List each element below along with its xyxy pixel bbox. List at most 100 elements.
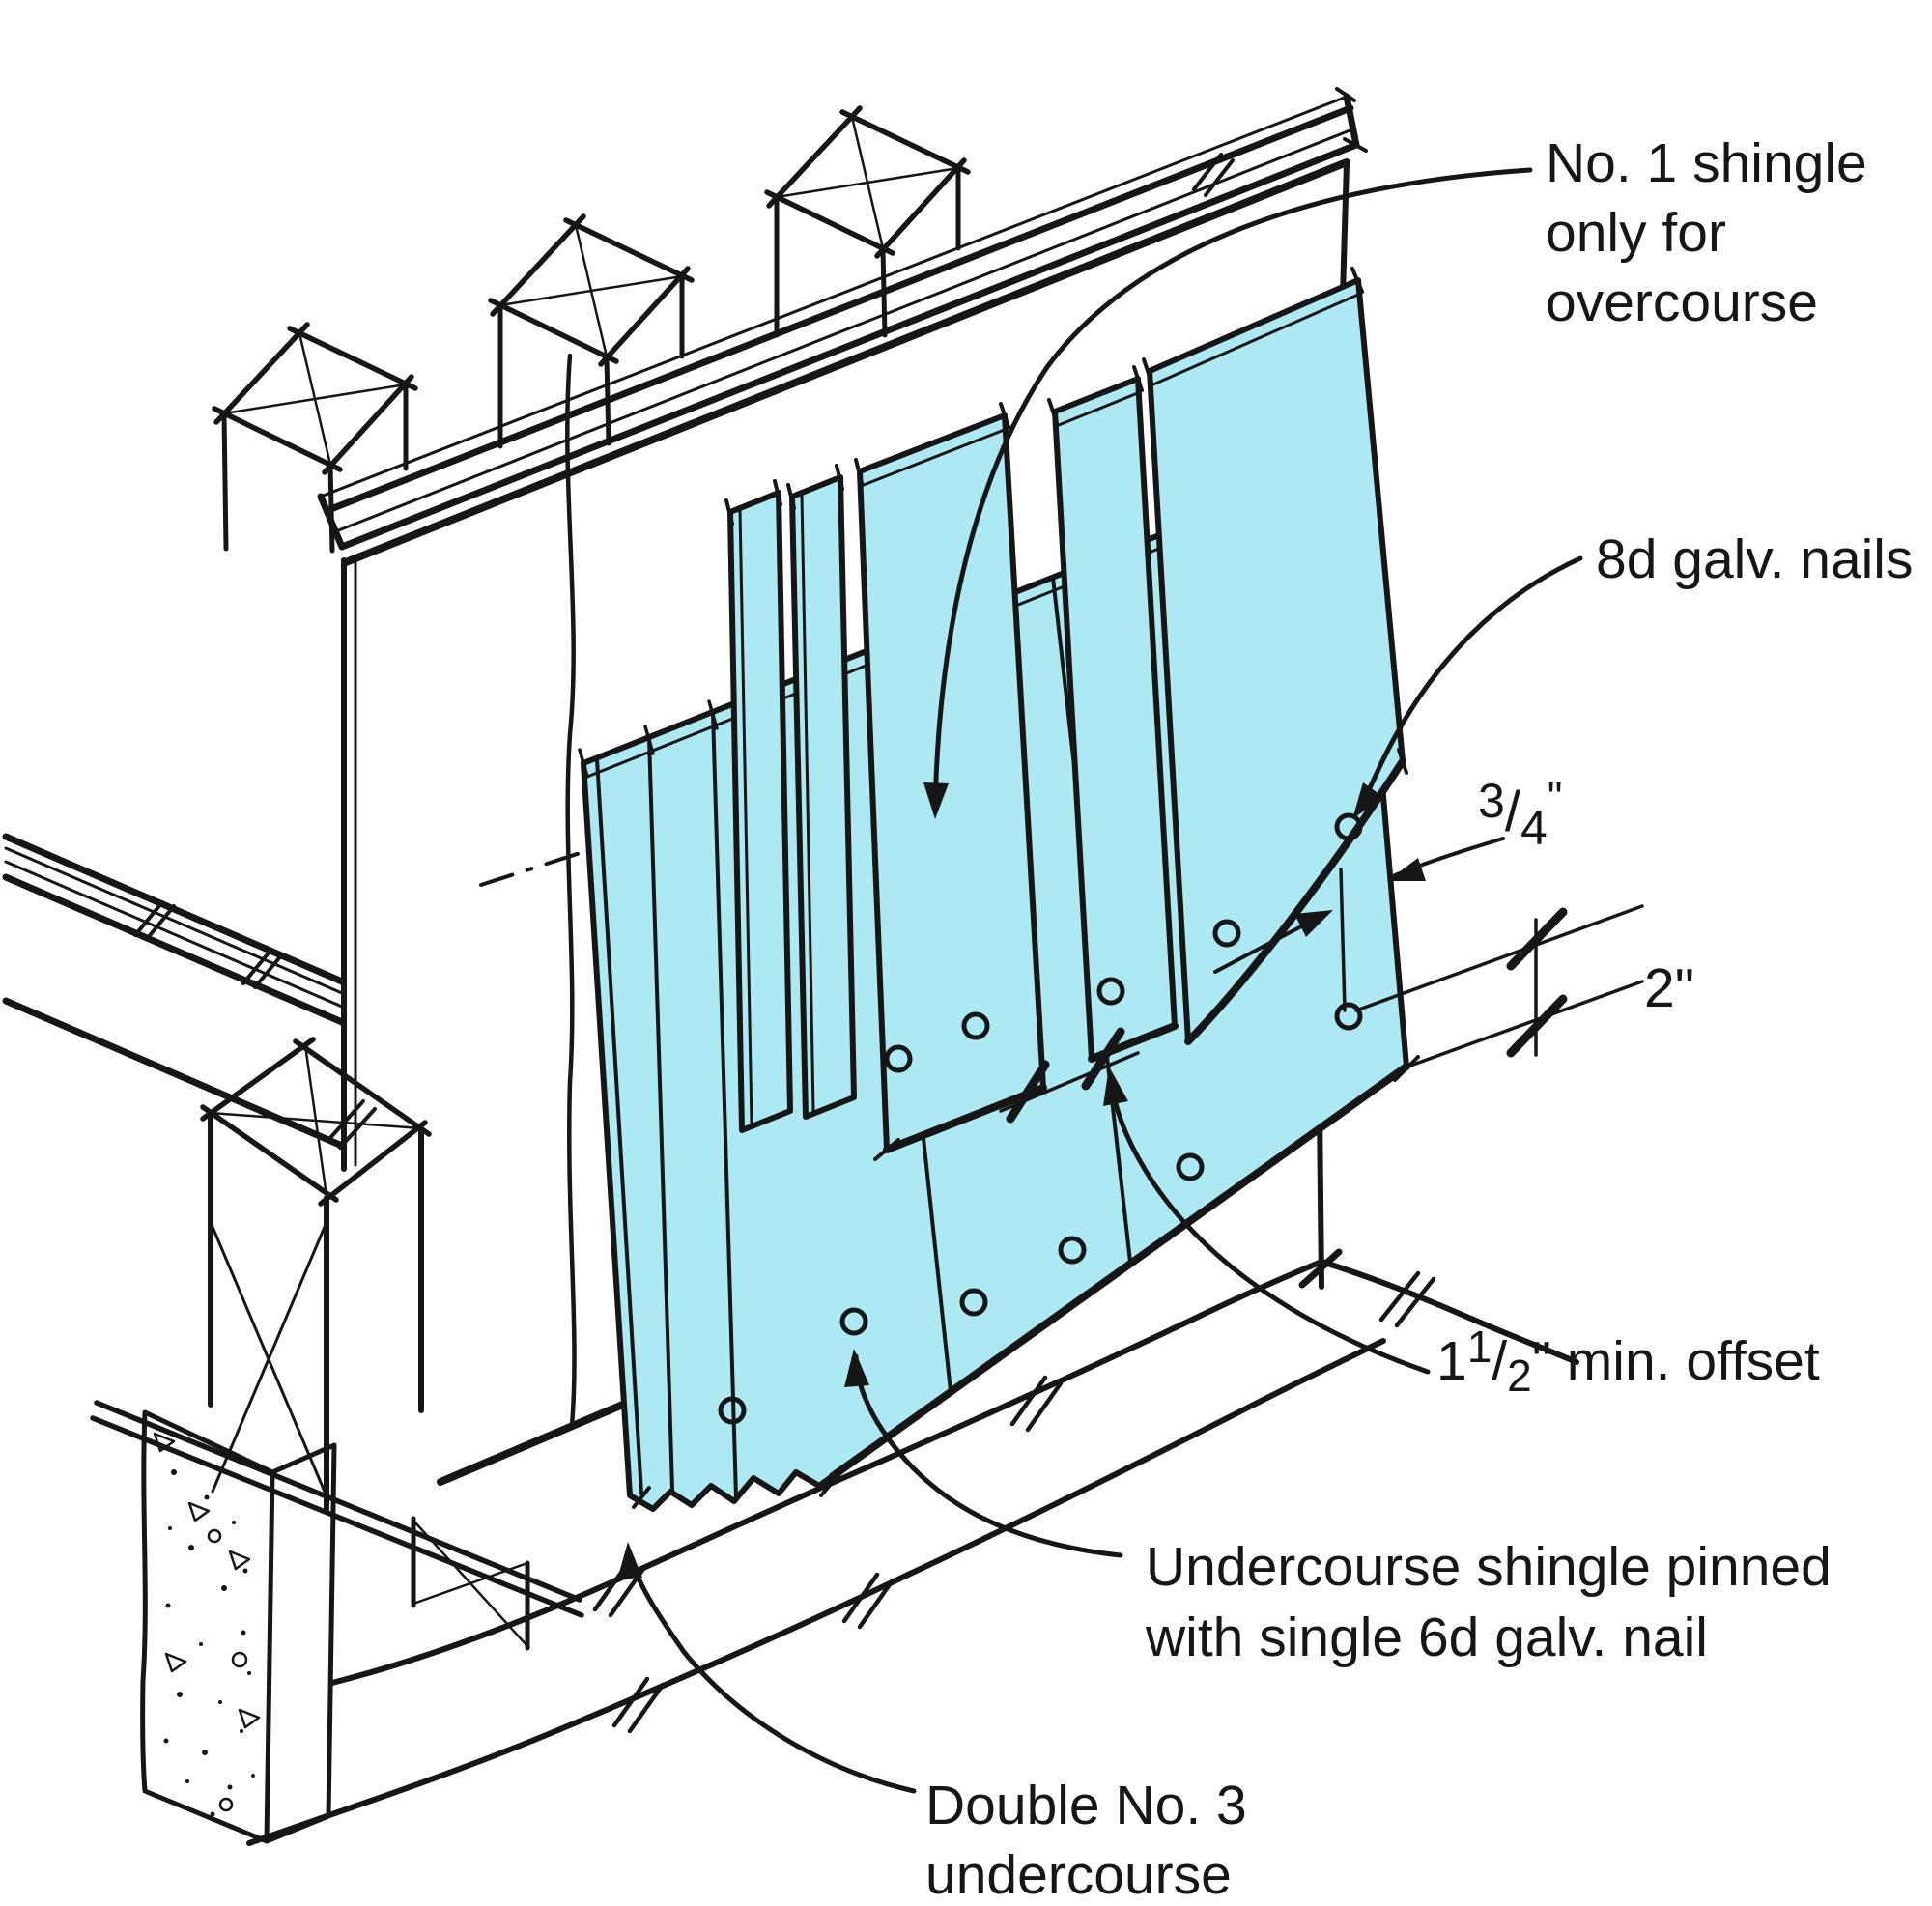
arrowhead-icon bbox=[1352, 782, 1383, 819]
nail-icon bbox=[961, 1011, 990, 1040]
dim-two-value: 2 bbox=[1644, 957, 1675, 1019]
nail-icon bbox=[959, 1288, 988, 1317]
dim-three-quarter-label: 3/4" bbox=[1478, 774, 1562, 855]
dim-two-slash-ticks bbox=[1506, 907, 1568, 1058]
stud-verticals bbox=[221, 167, 961, 554]
leader-line bbox=[1365, 555, 1583, 795]
callout-8d-nails: 8d galv. nails bbox=[1352, 528, 1913, 819]
arrowhead-icon bbox=[1387, 858, 1426, 881]
post-x-marks bbox=[209, 1043, 423, 1198]
ground-break-lines bbox=[246, 1259, 1579, 1846]
overcourse-shingles bbox=[724, 267, 1408, 1161]
undercourse-butt-edge bbox=[829, 1063, 1410, 1480]
sill-lines bbox=[90, 1400, 584, 1618]
top-plate-thin-edges bbox=[319, 95, 1354, 533]
offset-whole: 1 bbox=[1436, 1330, 1467, 1392]
dim-three-quarter-inner-arrow-shaft bbox=[1213, 914, 1323, 974]
dimensions: 3/4" 2" bbox=[1213, 774, 1694, 1070]
fraction-numerator: 1 bbox=[1467, 1322, 1492, 1372]
post-verticals bbox=[208, 1112, 424, 1512]
corner-ground-tick bbox=[1298, 1248, 1343, 1289]
studs bbox=[212, 105, 971, 554]
inch-mark: " bbox=[1532, 1330, 1551, 1392]
fraction-denominator: 2 bbox=[1507, 1351, 1532, 1401]
offset-text: min. offset bbox=[1551, 1330, 1820, 1392]
fraction-slash: / bbox=[1505, 781, 1521, 843]
dim-three-quarter: 3/4" bbox=[1213, 774, 1562, 1012]
sheathing-side-edges bbox=[341, 159, 1350, 1290]
label-pinned-line1: Undercourse shingle pinned bbox=[1146, 1536, 1832, 1598]
arrowhead-icon bbox=[617, 1542, 642, 1579]
arrowhead-icon bbox=[1294, 910, 1333, 937]
ground-line-upper bbox=[329, 1259, 1324, 1686]
fraction-numerator: 3 bbox=[1478, 774, 1505, 828]
label-min-offset: 11/2" min. offset bbox=[1436, 1322, 1820, 1401]
fraction-denominator: 4 bbox=[1520, 801, 1548, 855]
callout-double-no3: Double No. 3 undercourse bbox=[617, 1542, 1247, 1906]
concrete-stipple bbox=[153, 1432, 261, 1817]
nail-icon bbox=[1096, 977, 1125, 1006]
offset-tick-marks bbox=[999, 1027, 1140, 1124]
overcourse-nails bbox=[884, 812, 1363, 1073]
undercourse-nails bbox=[718, 1002, 1363, 1425]
overcourse-shingle-narrow-1 bbox=[727, 490, 793, 1133]
label-no1-line2: only for bbox=[1546, 202, 1726, 264]
annotations: No. 1 shingle only for overcourse 8d gal… bbox=[617, 132, 1913, 1906]
arrowhead-icon bbox=[844, 1349, 869, 1387]
offset-slash-ticks bbox=[1006, 1027, 1125, 1124]
ground-hatch-ticks bbox=[592, 1270, 1436, 1734]
nail-icon bbox=[1212, 919, 1241, 948]
arrowhead-icon bbox=[1103, 1067, 1128, 1106]
top-plate-ticks bbox=[1192, 87, 1368, 197]
undercourse-joints bbox=[595, 576, 1132, 1499]
callout-no1-shingle: No. 1 shingle only for overcourse bbox=[923, 132, 1867, 819]
inch-mark: " bbox=[1675, 957, 1694, 1019]
leader-line bbox=[853, 1353, 1123, 1558]
callout-undercourse-pinned: Undercourse shingle pinned with single 6… bbox=[844, 1349, 1832, 1668]
sheathing-sketch-wiggle bbox=[565, 353, 577, 1429]
sill-band bbox=[90, 1400, 584, 1651]
overcourse-corner-ticks bbox=[724, 267, 1408, 1161]
overcourse-shingle-narrow-2 bbox=[789, 474, 857, 1120]
label-8d-nails: 8d galv. nails bbox=[1596, 528, 1913, 590]
band-hatch-ticks bbox=[133, 900, 377, 1150]
overcourse-top-inner-edges bbox=[738, 292, 1362, 1126]
stud-x-marks bbox=[222, 115, 960, 467]
dim-two-inch: 2" bbox=[1354, 904, 1694, 1070]
nail-icon bbox=[884, 1044, 913, 1073]
nail-icon bbox=[1058, 1236, 1087, 1265]
leader-line bbox=[1108, 1073, 1431, 1375]
leader-line bbox=[627, 1550, 917, 1794]
ground-line-lower bbox=[246, 1338, 1386, 1846]
stud-cut-face-edges bbox=[212, 105, 971, 475]
post-cross-brace bbox=[211, 1225, 327, 1494]
post-cut-face-edges bbox=[200, 1037, 432, 1207]
ground-line-right bbox=[1319, 1259, 1579, 1365]
label-double-line1: Double No. 3 bbox=[925, 1775, 1247, 1836]
label-no1-line3: overcourse bbox=[1546, 271, 1818, 333]
callout-min-offset: 11/2" min. offset bbox=[1103, 1067, 1820, 1401]
fraction-slash: / bbox=[1492, 1330, 1507, 1392]
band-thin-lines bbox=[4, 846, 344, 1009]
double-top-plate bbox=[317, 87, 1368, 551]
sill-stud-verticals bbox=[411, 1516, 530, 1651]
nail-icon bbox=[1176, 1152, 1205, 1181]
nail-icon bbox=[839, 1307, 868, 1336]
corner-post bbox=[200, 1037, 432, 1512]
top-plate-thick-edges bbox=[317, 93, 1360, 551]
label-no1-line1: No. 1 shingle bbox=[1546, 132, 1867, 194]
label-double-line2: undercourse bbox=[925, 1844, 1232, 1906]
dim-two-label: 2" bbox=[1644, 957, 1694, 1019]
leader-line bbox=[932, 167, 1533, 812]
dim-nail-extension-line bbox=[1339, 868, 1347, 1012]
nail-icon bbox=[1334, 1002, 1363, 1031]
shingle-courses bbox=[578, 267, 1420, 1512]
floor-band-framing bbox=[2, 833, 377, 1150]
nail-icon bbox=[718, 1396, 747, 1425]
undercourse-joint-ticks bbox=[578, 638, 877, 779]
nail-icon bbox=[1334, 812, 1363, 841]
label-pinned-line2: with single 6d galv. nail bbox=[1145, 1607, 1708, 1668]
inch-mark: " bbox=[1548, 774, 1563, 821]
